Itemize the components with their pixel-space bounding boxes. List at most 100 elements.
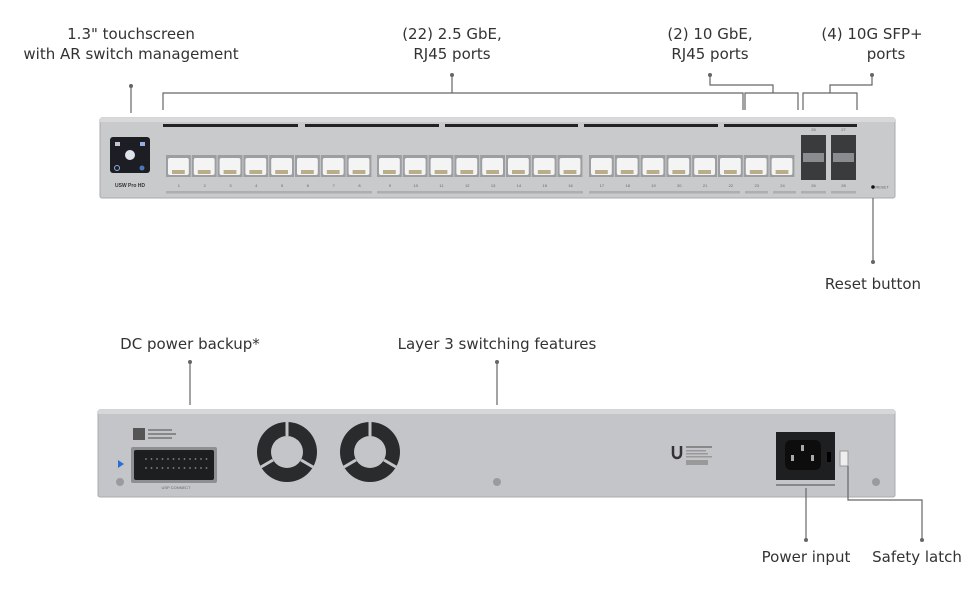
led-strip: [377, 191, 583, 194]
port-number: 9: [389, 183, 392, 188]
touchscreen-center-icon: [125, 150, 135, 160]
rj45-port[interactable]: [166, 155, 191, 177]
screw: [116, 478, 124, 486]
touchscreen-lock-icon: [140, 142, 145, 146]
callout-sfp-2: ports: [867, 45, 906, 63]
led-strip: [589, 191, 740, 194]
rj45-port[interactable]: [589, 155, 614, 177]
sfp-number: 27: [841, 127, 846, 132]
port-number: 4: [255, 183, 258, 188]
callout-touchscreen-2: with AR switch management: [23, 45, 238, 63]
callout-10g-1: (2) 10 GbE,: [667, 25, 752, 43]
port-number: 15: [542, 183, 547, 188]
port-number: 19: [651, 183, 656, 188]
rj45-port[interactable]: [320, 155, 346, 177]
rj45-port[interactable]: [666, 155, 692, 177]
rj45-port[interactable]: [531, 155, 557, 177]
led-strip: [745, 191, 768, 194]
rj45-port[interactable]: [217, 155, 243, 177]
callout-layer3: Layer 3 switching features: [398, 335, 597, 353]
rj45-port[interactable]: [718, 155, 743, 177]
rj45-port[interactable]: [295, 155, 320, 177]
port-number: 17: [600, 183, 605, 188]
touchscreen: [110, 137, 150, 173]
sfp-cage[interactable]: [831, 135, 856, 180]
sfp-number: 28: [841, 183, 846, 188]
rj45-port[interactable]: [243, 155, 269, 177]
rj45-port[interactable]: [692, 155, 717, 177]
port-number: 11: [439, 183, 444, 188]
power-input-socket[interactable]: [776, 432, 835, 480]
sfp-number: 25: [811, 127, 816, 132]
screw: [872, 478, 880, 486]
touchscreen-globe-icon: [139, 165, 145, 171]
port-number: 24: [780, 183, 785, 188]
port-number: 14: [517, 183, 522, 188]
touchscreen-network-icon: [115, 142, 120, 146]
rj45-port[interactable]: [743, 155, 769, 177]
sfp-cage[interactable]: [801, 135, 826, 180]
port-number: 2: [204, 183, 207, 188]
callout-dc-power: DC power backup*: [120, 335, 260, 353]
fan-2: [340, 422, 400, 482]
sfp-ports: 25 26 27 28: [801, 127, 856, 188]
rj45-port[interactable]: [454, 155, 480, 177]
rj45-port[interactable]: [614, 155, 640, 177]
port-number: 10: [413, 183, 418, 188]
fan-1: [257, 422, 317, 482]
reset-label: RESET: [875, 185, 889, 190]
connector-label: USP CONNECT: [161, 485, 191, 490]
model-label: USW Pro HD: [115, 183, 145, 189]
led-strip: [773, 191, 796, 194]
rj45-port[interactable]: [480, 155, 505, 177]
port-number: 21: [703, 183, 708, 188]
port-number: 22: [729, 183, 734, 188]
port-number: 13: [491, 183, 496, 188]
led-strip: [831, 191, 856, 194]
port-number: 16: [568, 183, 573, 188]
safety-latch[interactable]: [839, 450, 849, 467]
port-number: 8: [358, 183, 361, 188]
rj45-port[interactable]: [506, 155, 531, 177]
reset-button[interactable]: [871, 185, 875, 189]
rj45-port[interactable]: [769, 155, 795, 177]
port-number: 1: [178, 183, 181, 188]
back-panel: USP CONNECT: [97, 409, 896, 498]
rj45-port[interactable]: [640, 155, 666, 177]
callout-reset: Reset button: [825, 275, 921, 293]
port-number: 18: [625, 183, 630, 188]
rj45-port[interactable]: [557, 155, 583, 177]
led-strip: [801, 191, 826, 194]
port-number: 5: [281, 183, 284, 188]
rj45-port[interactable]: [269, 155, 294, 177]
port-number: 20: [677, 183, 682, 188]
callout-25g-2: RJ45 ports: [413, 45, 490, 63]
sfp-number: 26: [811, 183, 816, 188]
port-number: 3: [229, 183, 232, 188]
callout-sfp-1: (4) 10G SFP+: [821, 25, 922, 43]
rj45-port[interactable]: [191, 155, 217, 177]
arrow-icon: [118, 460, 124, 468]
screw: [493, 478, 501, 486]
callout-power-input: Power input: [762, 548, 851, 566]
qr-label: [133, 428, 145, 440]
port-number: 6: [307, 183, 310, 188]
rj45-port[interactable]: [346, 155, 372, 177]
port-number: 23: [754, 183, 759, 188]
callout-touchscreen-1: 1.3" touchscreen: [67, 25, 195, 43]
callout-safety-latch: Safety latch: [872, 548, 962, 566]
port-number: 12: [465, 183, 470, 188]
ubiquiti-logo: [671, 446, 712, 465]
dc-power-connector[interactable]: [131, 447, 217, 483]
rj45-port[interactable]: [428, 155, 454, 177]
rj45-port[interactable]: [377, 155, 402, 177]
port-number: 7: [333, 183, 336, 188]
rj45-port[interactable]: [402, 155, 428, 177]
leader-lines: [129, 73, 924, 542]
callout-25g-1: (22) 2.5 GbE,: [402, 25, 502, 43]
callout-10g-2: RJ45 ports: [671, 45, 748, 63]
led-strip: [166, 191, 372, 194]
